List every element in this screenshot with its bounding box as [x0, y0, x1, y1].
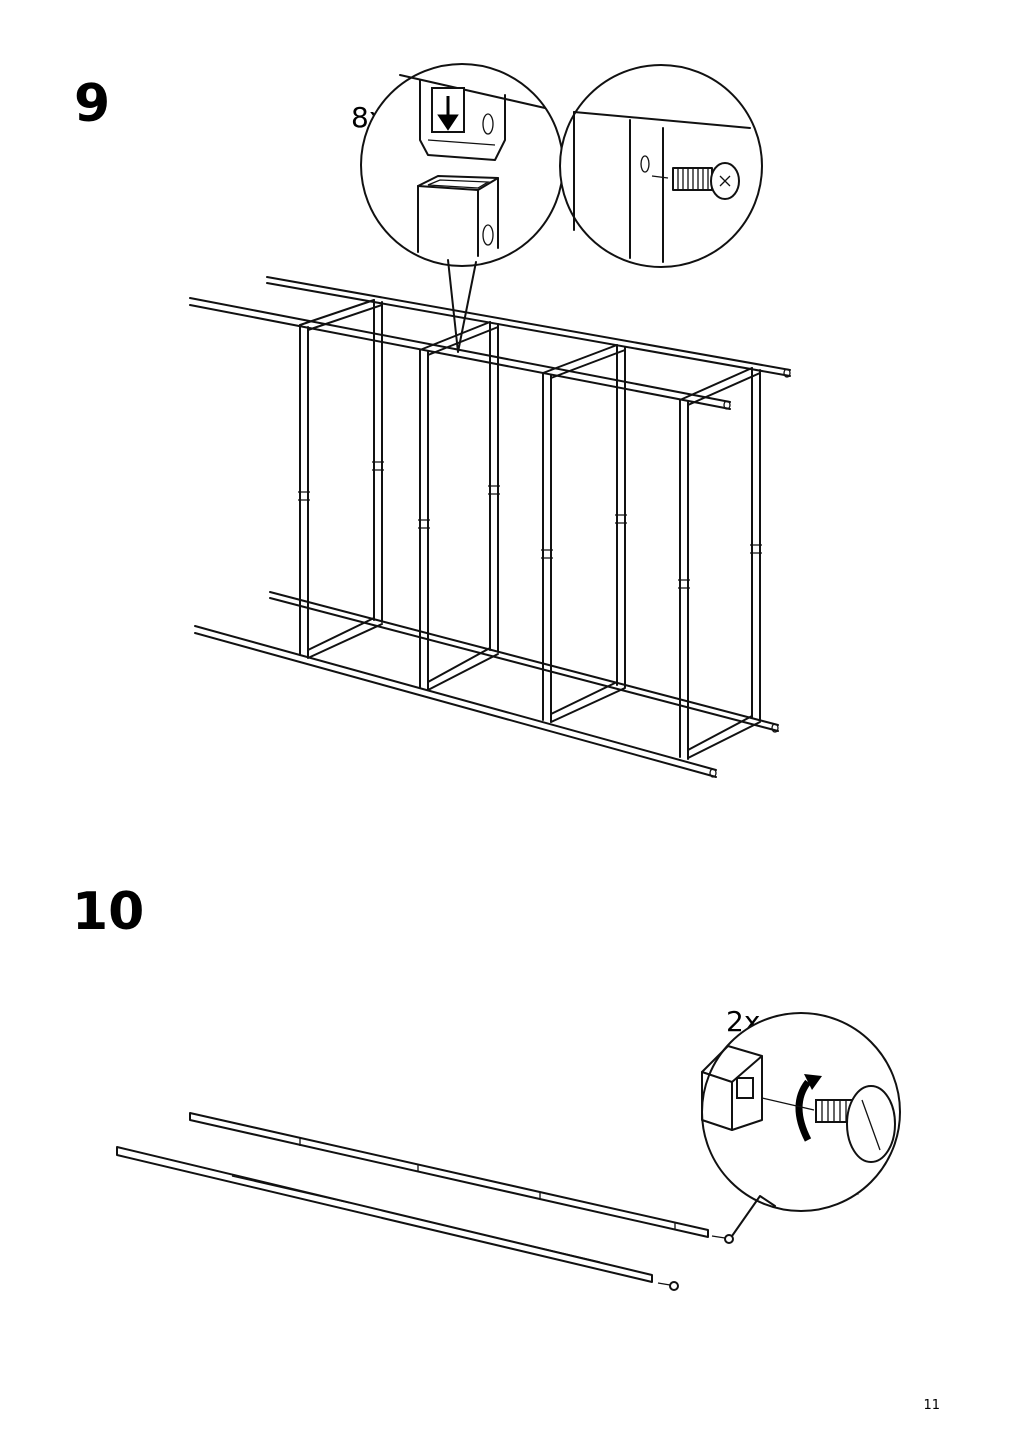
frame-assembly	[189, 276, 791, 778]
screw-detail	[559, 64, 763, 268]
step-number: 9	[74, 74, 111, 134]
rail-parts	[116, 1112, 734, 1291]
leg-insert-detail	[360, 63, 564, 353]
page-number: 11	[923, 1398, 940, 1413]
foot-detail	[701, 1012, 901, 1237]
step-number: 10	[72, 882, 145, 942]
